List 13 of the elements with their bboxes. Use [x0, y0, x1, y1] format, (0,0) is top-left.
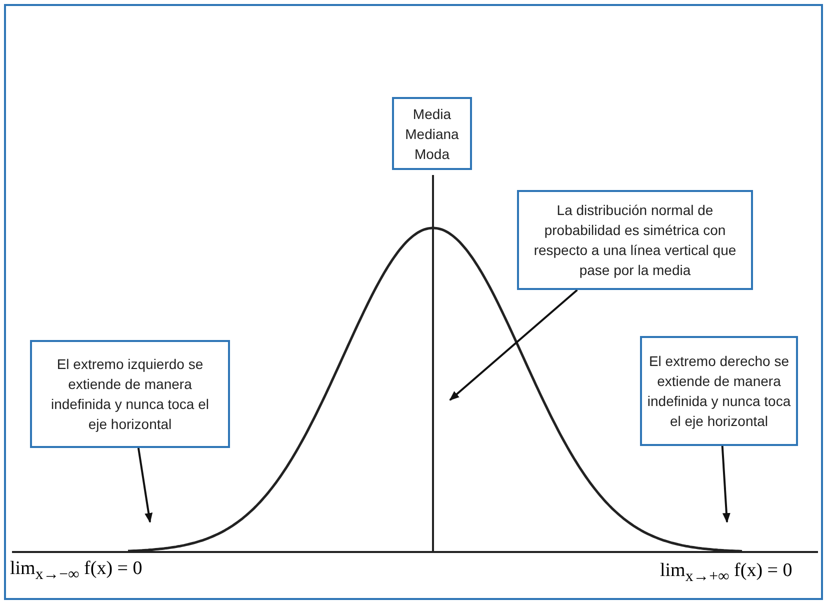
callout-box — [517, 190, 753, 290]
arrow — [137, 448, 153, 523]
callout-text: Media Mediana Moda — [404, 104, 460, 164]
arrow — [721, 446, 730, 523]
callout-box — [30, 340, 230, 448]
limit-formula: lim$_{x→−∞}$ f(x) = 0 — [10, 558, 142, 584]
callout-box — [640, 336, 798, 446]
limit-formula: lim$_{x→+∞}$ f(x) = 0 — [660, 560, 792, 586]
callout-box — [392, 97, 472, 170]
callout-text: El extremo izquierdo se extiende de manera indefinida y nunca toca el eje horizontal — [50, 355, 210, 434]
callout-text: El extremo derecho se extiende de manera indefinida y nunca toca el eje horizontal — [646, 352, 792, 431]
callout-text: La distribución normal de probabilidad es simétrica con respecto a una línea vertical que pase por la media — [532, 201, 738, 280]
arrow — [449, 289, 578, 401]
